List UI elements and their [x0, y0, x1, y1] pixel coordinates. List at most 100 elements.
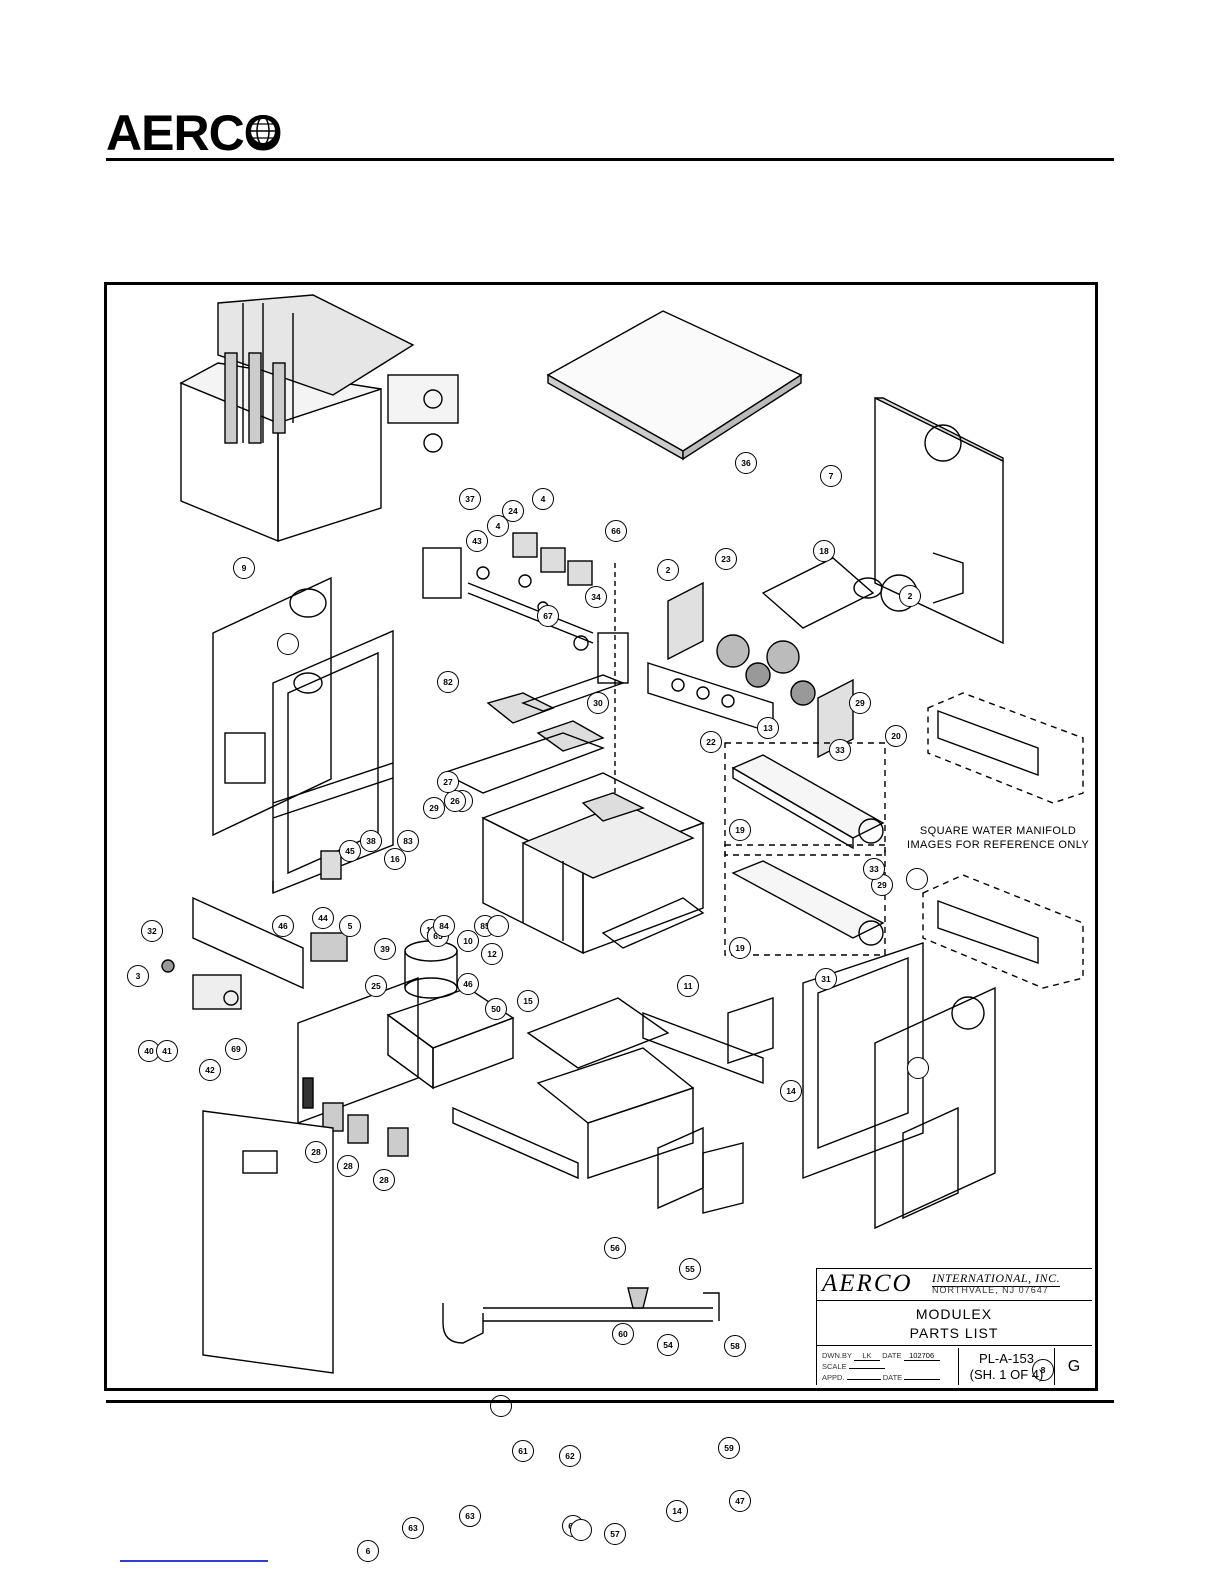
exploded-parts-drawing — [161, 294, 1084, 1374]
gas-train — [422, 532, 629, 833]
date2-label: DATE — [882, 1373, 903, 1382]
callout-balloon: 22 — [700, 731, 722, 753]
callout-balloon: 23 — [715, 548, 737, 570]
callout-balloon: 54 — [657, 1334, 679, 1356]
flue-and-base — [386, 940, 774, 1214]
callout-balloon: 26 — [444, 790, 466, 812]
footer-rule — [106, 1400, 1114, 1403]
date-value: 102706 — [903, 1351, 940, 1361]
callout-balloon: 34 — [585, 586, 607, 608]
callout-balloon: 13 — [757, 717, 779, 739]
note-line-1: SQUARE WATER MANIFOLD — [919, 825, 1077, 837]
title-line-1: MODULEX — [915, 1306, 993, 1322]
callout-balloon: 61 — [512, 1440, 534, 1462]
callout-balloon: 4 — [487, 515, 509, 537]
drawing-number: PL-A-153 — [979, 1351, 1034, 1366]
title-block-company: AERCO INTERNATIONAL, INC. NORTHVALE, NJ … — [816, 1268, 1092, 1301]
callout-balloon — [907, 1057, 929, 1079]
callout-balloon: 16 — [384, 848, 406, 870]
footer-link[interactable] — [120, 1560, 268, 1562]
dwn-by-label: DWN.BY — [822, 1351, 852, 1360]
left-frame — [272, 629, 394, 895]
note-line-2: IMAGES FOR REFERENCE ONLY — [907, 839, 1090, 851]
drawing-frame: 1 2 2 3 4 4 5 6 7 8 9 10 11 12 13 14 14 … — [104, 282, 1098, 1562]
callout-balloon — [570, 1519, 592, 1541]
callout-balloon: 41 — [156, 1040, 178, 1062]
callout-balloon: 28 — [305, 1141, 327, 1163]
drawing-number-box: PL-A-153 (SH. 1 OF 4) — [959, 1348, 1055, 1385]
callout-balloon — [490, 1395, 512, 1417]
callout-balloon — [906, 868, 928, 890]
boiler-cabinet-assembly — [179, 294, 459, 543]
front-panel — [202, 1110, 334, 1374]
callout-balloon: 14 — [780, 1080, 802, 1102]
header-rule — [106, 158, 1114, 161]
sheet-number: (SH. 1 OF 4) — [969, 1367, 1044, 1382]
callout-balloon: 67 — [537, 605, 559, 627]
callout-balloon: 39 — [374, 938, 396, 960]
company-suffix: INTERNATIONAL, INC. — [932, 1271, 1061, 1287]
callout-balloon: 45 — [339, 840, 361, 862]
callout-balloon: 37 — [459, 488, 481, 510]
water-manifolds — [724, 692, 1084, 989]
date-label: DATE — [882, 1351, 902, 1360]
callout-balloon: 11 — [677, 975, 699, 997]
callout-balloon: 32 — [141, 920, 163, 942]
callout-balloon: 36 — [735, 452, 757, 474]
callout-balloon: 28 — [373, 1169, 395, 1191]
callout-balloon: 47 — [729, 1490, 751, 1512]
revision: G — [1067, 1358, 1081, 1375]
callout-balloon: 29 — [423, 797, 445, 819]
callout-balloon: 84 — [433, 915, 455, 937]
callout-balloon: 2 — [899, 585, 921, 607]
callout-balloon: 19 — [729, 937, 751, 959]
callout-balloon: 19 — [729, 819, 751, 841]
callout-balloon: 59 — [718, 1437, 740, 1459]
globe-icon — [247, 115, 279, 147]
callout-balloon: 46 — [272, 915, 294, 937]
right-frame — [802, 942, 924, 1180]
control-panel-assembly — [161, 850, 419, 1157]
top-panel — [546, 310, 803, 452]
callout-balloon: 28 — [337, 1155, 359, 1177]
callout-balloon: 58 — [724, 1335, 746, 1357]
callout-balloon: 63 — [459, 1505, 481, 1527]
scale-label: SCALE — [822, 1362, 847, 1371]
callout-balloon — [277, 633, 299, 655]
title-line-2: PARTS LIST — [909, 1325, 999, 1341]
callout-balloon: 20 — [885, 725, 907, 747]
drawing-title: MODULEX PARTS LIST — [816, 1300, 1092, 1346]
filters-and-blowers — [667, 557, 883, 759]
callout-balloon: 8 — [1032, 1359, 1054, 1381]
callout-balloon: 10 — [457, 930, 479, 952]
company-city: NORTHVALE, NJ 07647 — [932, 1285, 1049, 1295]
heat-exchanger-modules — [441, 674, 705, 955]
callout-balloon: 43 — [466, 530, 488, 552]
callout-balloon: 27 — [437, 771, 459, 793]
callout-balloon: 12 — [481, 943, 503, 965]
callout-balloon: 31 — [815, 968, 837, 990]
callout-balloon: 5 — [339, 915, 361, 937]
callout-balloon: 69 — [225, 1038, 247, 1060]
callout-balloon: 38 — [360, 830, 382, 852]
callout-balloon: 60 — [612, 1323, 634, 1345]
callout-balloon: 56 — [604, 1237, 626, 1259]
dwn-by-value: LK — [853, 1351, 880, 1361]
callout-balloon: 29 — [849, 692, 871, 714]
callout-balloon: 2 — [657, 559, 679, 581]
callout-balloon: 3 — [127, 965, 149, 987]
callout-balloon: 62 — [559, 1445, 581, 1467]
right-front-panel — [874, 986, 996, 1230]
callout-balloon — [487, 915, 509, 937]
callout-balloon: 83 — [397, 830, 419, 852]
callout-balloon: 15 — [517, 990, 539, 1012]
callout-balloon: 44 — [312, 907, 334, 929]
callout-balloon: 50 — [485, 998, 507, 1020]
appd-label: APPD. — [822, 1373, 845, 1382]
callout-balloon: 66 — [605, 520, 627, 542]
callout-balloon: 9 — [233, 557, 255, 579]
company-name: AERCO — [822, 1270, 913, 1297]
callout-balloon: 14 — [666, 1500, 688, 1522]
title-block: AERCO INTERNATIONAL, INC. NORTHVALE, NJ … — [816, 1268, 1092, 1385]
callout-balloon: 82 — [437, 671, 459, 693]
